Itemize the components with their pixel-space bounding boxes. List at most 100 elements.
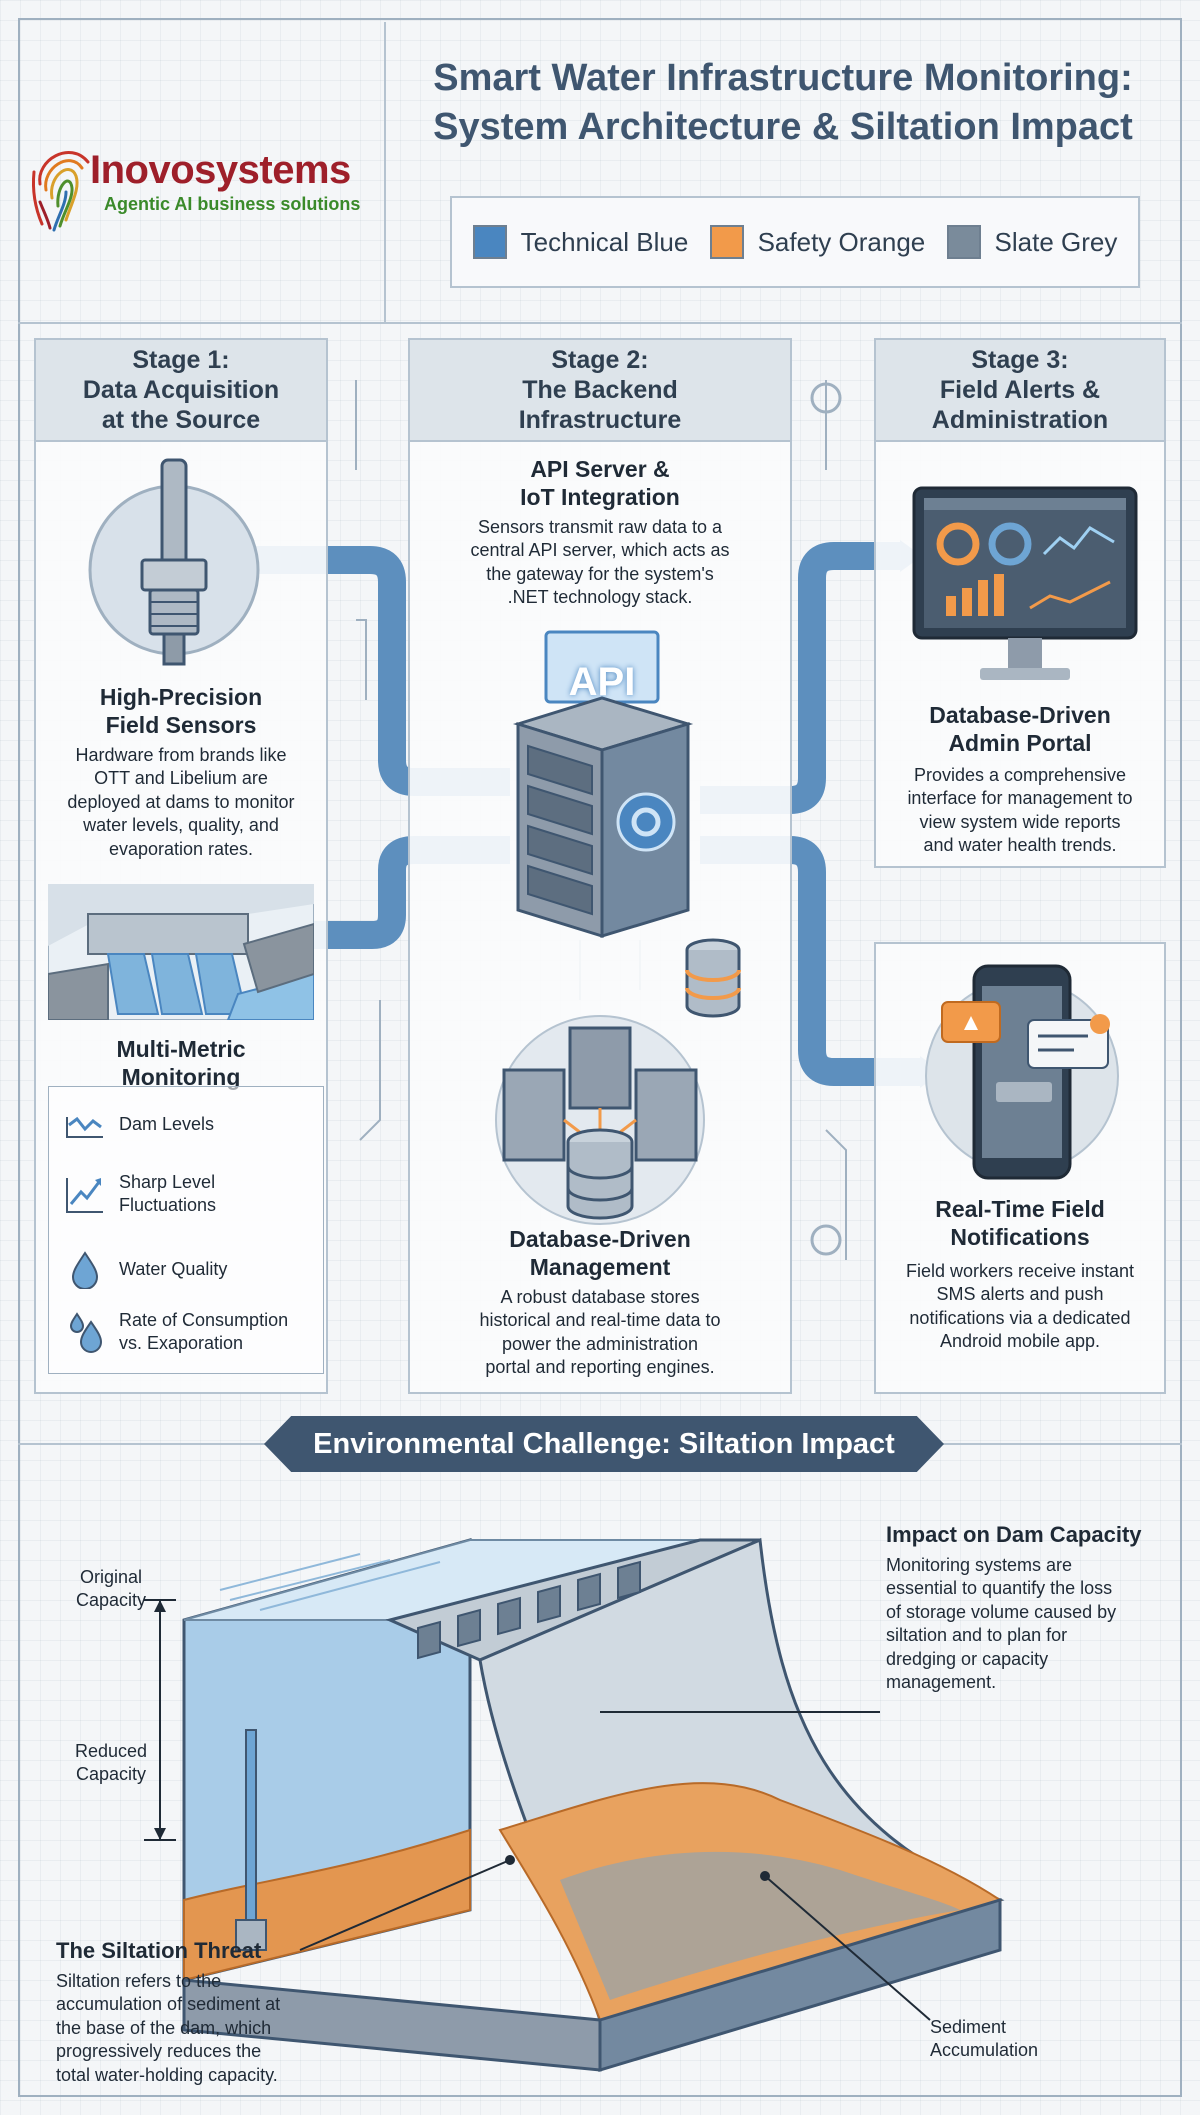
impact-annotation: Impact on Dam Capacity Monitoring system… [886,1522,1176,1694]
db-desc-line1: A robust database stores [500,1287,700,1307]
metrics-title: Multi-Metric Monitoring [40,1036,322,1091]
sensor-desc-line1: Hardware from brands like [75,745,287,765]
sediment-line1: Sediment [930,2017,1007,2037]
notify-title: Real-Time Field Notifications [880,1196,1160,1251]
metric-water-quality: Water Quality [65,1249,227,1289]
notify-desc-line2: SMS alerts and push [936,1284,1104,1305]
stage-1-header: Stage 1: Data Acquisition at the Source [36,340,326,442]
sediment-line2: Accumulation [930,2039,1039,2060]
metric-label-line2: Fluctuations [119,1194,217,1215]
notify-description: Field workers receive instant SMS alerts… [880,1260,1160,1354]
annotation-leader-lines [299,1711,931,2021]
portal-desc-line4: and water health trends. [923,835,1117,856]
metrics-title-line2: Monitoring [121,1063,241,1090]
threat-line3: the base of the dam, which [56,2017,272,2038]
portal-desc-line2: interface for management to [907,788,1133,809]
threat-line2: accumulation of sediment at [56,1994,281,2015]
api-title: API Server & IoT Integration [420,456,780,511]
stage-3-header: Stage 3: Field Alerts & Administration [876,340,1164,442]
legend-swatch-orange [709,225,744,259]
field-sensor-illustration [88,458,260,666]
sensor-desc-line2: OTT and Libelium are [94,768,268,789]
dam-illustration [48,884,314,1020]
sediment-label: Sediment Accumulation [930,2016,1080,2061]
db-desc-line3: power the administration [501,1333,699,1354]
metrics-title-line1: Multi-Metric [116,1036,246,1062]
impact-line4: siltation and to plan for [886,1625,1068,1646]
stage-2-head-line2: The Backend [522,376,678,404]
api-title-line2: IoT Integration [520,483,680,510]
portal-title-line2: Admin Portal [948,729,1092,756]
reduced-capacity-line2: Capacity [75,1763,147,1784]
stage-3-head-line3: Administration [931,406,1109,434]
sensor-description: Hardware from brands like OTT and Libeli… [40,744,322,861]
gear-icon [810,382,842,414]
stage-2-header: Stage 2: The Backend Infrastructure [410,340,790,442]
metric-dam-levels: Dam Levels [65,1109,214,1139]
impact-line1: Monitoring systems are [886,1555,1073,1575]
color-legend: Technical Blue Safety Orange Slate Grey [450,196,1140,288]
stage-3-head-line2: Field Alerts & [939,376,1101,404]
metric-label-line1: Rate of Consumption [119,1310,289,1330]
small-database-icon [685,938,741,1018]
notify-desc-line3: notifications via a dedicated [909,1307,1131,1328]
portal-desc-line3: view system wide reports [919,811,1121,832]
portal-desc-line1: Provides a comprehensive [913,765,1127,785]
api-server-illustration [512,630,694,939]
portal-title-line1: Database-Driven [929,702,1111,728]
gear-icon [631,807,661,837]
notify-title-line2: Notifications [950,1223,1090,1250]
impact-title: Impact on Dam Capacity [886,1522,1142,1547]
metric-label-line1: Water Quality [119,1258,228,1279]
sensor-desc-line4: water levels, quality, and [83,815,279,836]
threat-line5: total water-holding capacity. [56,2064,278,2085]
wave-chart-icon [66,1116,103,1138]
legend-swatch-blue [472,225,507,259]
legend-item-orange: Safety Orange [709,225,926,259]
legend-item-grey: Slate Grey [946,225,1118,259]
impact-line3: of storage volume caused by [886,1601,1117,1622]
metric-label-line2: vs. Exaporation [119,1332,244,1353]
water-drops-icon [69,1311,103,1353]
legend-label-blue: Technical Blue [520,226,689,257]
db-desc-line2: historical and real-time data to [479,1310,721,1331]
db-title-line1: Database-Driven [509,1226,691,1252]
db-title: Database-Driven Management [420,1226,780,1281]
dam-cross-section-illustration [182,1537,1005,2073]
capacity-bracket [144,1599,176,1841]
metric-sharp-fluctuations: Sharp Level Fluctuations [65,1171,216,1216]
original-capacity-line1: Original [79,1567,143,1587]
database-cluster-illustration [495,1015,705,1225]
gear-icon [810,1224,842,1256]
logo-name: Inovosystems [90,148,351,192]
page-title-line2: System Architecture & Siltation Impact [433,106,1133,149]
reduced-capacity-label: Reduced Capacity [46,1740,176,1785]
logo-tagline: Agentic AI business solutions [104,194,361,214]
api-desc-line1: Sensors transmit raw data to a [477,517,723,537]
title-panel: Smart Water Infrastructure Monitoring: S… [384,22,1174,322]
page-title-line1: Smart Water Infrastructure Monitoring: [433,57,1133,99]
impact-line6: management. [886,1671,997,1692]
sensor-desc-line5: evaporation rates. [108,838,254,859]
legend-label-grey: Slate Grey [994,226,1118,257]
original-capacity-line2: Capacity [75,1589,147,1610]
legend-label-orange: Safety Orange [757,226,926,257]
siltation-banner: Environmental Challenge: Siltation Impac… [264,1416,944,1472]
stage-1-head-line3: at the Source [101,406,261,434]
impact-line2: essential to quantify the loss [886,1578,1113,1599]
page-frame [18,18,1182,2097]
mobile-notification-illustration [925,964,1119,1180]
trend-up-icon [66,1177,103,1213]
portal-title: Database-Driven Admin Portal [880,702,1160,757]
stage-2-head-line1: Stage 2: [551,346,649,374]
metric-label-line1: Sharp Level [119,1172,216,1192]
notify-desc-line4: Android mobile app. [939,1331,1101,1352]
alert-icon [964,1016,978,1030]
threat-title: The Siltation Threat [56,1938,262,1963]
notify-title-line1: Real-Time Field [935,1196,1105,1222]
api-description: Sensors transmit raw data to a central A… [420,516,780,610]
db-title-line2: Management [529,1253,671,1280]
sensor-title-line2: Field Sensors [105,711,257,738]
stage-2-head-line3: Infrastructure [518,406,682,434]
legend-item-blue: Technical Blue [472,225,689,259]
